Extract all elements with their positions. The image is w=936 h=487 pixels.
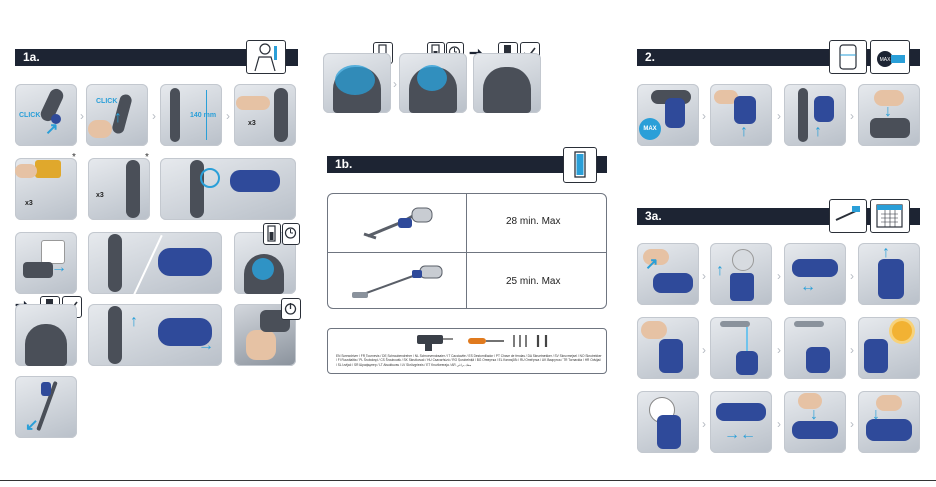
chevron-right-icon: › [226,110,230,122]
tools-note: EN Screwdriver / FR Tournevis / DE Schra… [336,354,602,374]
handheld-vacuum-icon [362,204,442,242]
step-1a-8: → [15,232,77,294]
arrow-up-icon: ↑ [114,110,122,126]
battery-full-icon [563,147,597,183]
calendar-icon [870,199,910,233]
section-label: 2. [645,50,655,64]
dustbin-icon [829,40,867,74]
runtime-value: 28 min. Max [506,216,560,227]
arrow-left-right-icon: →← [724,427,756,443]
arrow-up-icon: ↗ [45,122,58,138]
drill-icon [413,332,463,352]
chevron-right-icon: › [850,110,854,122]
tools-box: EN Screwdriver / FR Tournevis / DE Schra… [327,328,607,374]
note-asterisk: * [72,152,76,163]
section-label: 3a. [645,209,662,223]
chevron-right-icon: › [850,270,854,282]
chevron-right-icon: › [702,270,706,282]
screwdriver-icon [466,335,506,347]
chevron-right-icon: › [702,418,706,430]
step-2-3: ↑ [784,84,846,146]
step-2-2: ↑ [710,84,772,146]
runtime-table: 28 min. Max 25 min. Max [327,193,607,309]
arrow-up-icon: ↗ [645,257,658,273]
chevron-right-icon: › [777,270,781,282]
click-label: CLICK [96,98,117,105]
click-label: CLICK [19,112,40,119]
chevron-right-icon: › [152,110,156,122]
chevron-right-icon: › [777,110,781,122]
section-label: 1a. [23,50,40,64]
step-1a-11 [15,304,77,366]
chevron-right-icon: › [777,418,781,430]
step-1a-12: ↑ → [88,304,222,366]
chevron-right-icon: › [702,344,706,356]
measurement-label: 140 mm [190,112,216,119]
arrow-right-icon: → [51,260,67,276]
note-asterisk: * [145,152,149,163]
filter-cleaning-icon [829,199,867,233]
page-bottom-rule [0,480,936,481]
step-1a-4: x3 [234,84,296,146]
step-3a-12: ↓ [858,391,920,453]
arrow-down-icon: ↓ [884,104,892,120]
step-2-4: ↓ [858,84,920,146]
svg-text:MAX: MAX [880,57,892,63]
arrow-up-icon: ↑ [130,314,138,330]
arrow-up-icon: ↑ [716,263,724,279]
step-1a-6: x3 [88,158,150,220]
screws-icon [510,333,556,349]
step-charge-1 [323,53,391,113]
step-charge-2 [399,53,467,113]
step-1a-1: CLICK ↗ [15,84,77,146]
step-charge-3 [473,53,541,113]
arrow-up-icon: ↑ [814,124,822,140]
dustbin-max-icon: MAX [870,40,910,74]
power-icon [281,298,301,320]
step-3a-11: ↓ [784,391,846,453]
arrow-down-icon: ↓ [872,407,880,423]
step-3a-2: ↑ [710,243,772,305]
chevron-right-icon: › [777,344,781,356]
step-3a-6 [710,317,772,379]
step-1a-5: x3 [15,158,77,220]
step-3a-7 [784,317,846,379]
runtime-value: 25 min. Max [506,276,560,287]
arrow-icon: ↙ [25,418,38,434]
step-3a-10: →← [710,391,772,453]
arrow-right-icon: → [198,338,214,354]
arrow-up-icon: ↑ [740,124,748,140]
chevron-right-icon: › [702,110,706,122]
arrow-down-icon: ↓ [810,407,818,423]
stick-vacuum-icon [350,262,450,302]
step-2-1: MAX [637,84,699,146]
step-1a-7 [160,158,296,220]
step-3a-1: ↗ [637,243,699,305]
timer-icon [282,223,300,245]
sun-icon [892,321,912,341]
screw-count-label: x3 [25,200,33,207]
chevron-right-icon: › [850,344,854,356]
arrow-up-icon: ↑ [882,245,890,261]
battery-charging-icon [263,223,281,245]
chevron-right-icon: › [850,418,854,430]
max-badge: MAX [639,118,661,140]
chevron-right-icon: › [393,78,397,90]
step-3a-9 [637,391,699,453]
user-manual-icon [246,40,286,74]
step-3a-8 [858,317,920,379]
step-1a-2: CLICK ↑ [86,84,148,146]
chevron-right-icon: › [80,110,84,122]
step-1a-9 [88,232,222,294]
step-3a-5 [637,317,699,379]
screw-count-label: x3 [96,192,104,199]
step-1a-3: 140 mm [160,84,222,146]
section-label: 1b. [335,157,352,171]
screw-count-label: x3 [248,120,256,127]
arrow-left-right-icon: ↔ [800,279,816,295]
step-1a-14: ↙ [15,376,77,438]
step-3a-3: ↔ [784,243,846,305]
step-3a-4: ↑ [858,243,920,305]
